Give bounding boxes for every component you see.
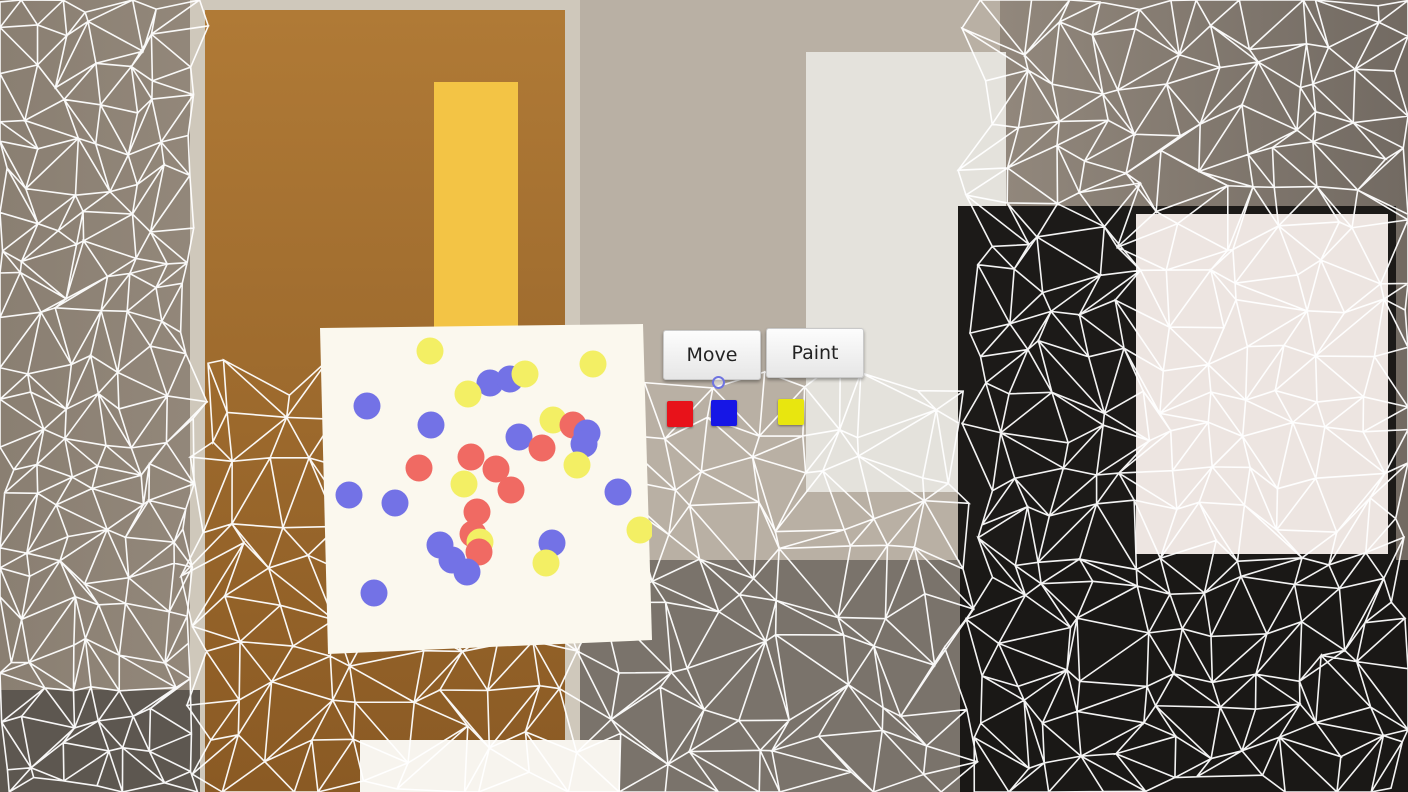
blue-paint-dot — [604, 478, 632, 506]
yellow-paint-dot — [416, 337, 444, 365]
red-paint-dot — [482, 455, 510, 483]
yellow-paint-dot — [579, 350, 607, 378]
blue-paint-dot — [360, 579, 388, 607]
blue-paint-dot — [505, 423, 533, 451]
blue-color-swatch[interactable] — [711, 400, 737, 426]
mesh-region — [0, 0, 210, 792]
blue-paint-dot — [476, 369, 504, 397]
paint-canvas[interactable] — [320, 324, 652, 656]
door-window — [434, 82, 518, 328]
red-paint-dot — [497, 476, 525, 504]
yellow-paint-dot — [563, 451, 591, 479]
yellow-color-swatch[interactable] — [778, 399, 804, 425]
blue-paint-dot — [353, 392, 381, 420]
yellow-paint-dot — [454, 380, 482, 408]
paint-canvas-surface[interactable] — [320, 324, 652, 656]
blue-paint-dot — [335, 481, 363, 509]
red-paint-dot — [463, 498, 491, 526]
red-paint-dot — [457, 443, 485, 471]
red-paint-dot — [465, 538, 493, 566]
mesh-region — [179, 358, 980, 792]
yellow-paint-dot — [511, 360, 539, 388]
mesh-region — [956, 0, 1408, 792]
monitor-screen — [1136, 214, 1388, 554]
gaze-cursor-icon — [712, 376, 725, 389]
paint-button[interactable]: Paint — [766, 328, 864, 378]
yellow-paint-dot — [626, 516, 652, 544]
red-paint-dot — [405, 454, 433, 482]
yellow-paint-dot — [532, 549, 560, 577]
canvas-background — [320, 324, 652, 654]
move-button[interactable]: Move — [663, 330, 761, 380]
yellow-paint-dot — [450, 470, 478, 498]
blue-paint-dot — [453, 558, 481, 586]
red-color-swatch[interactable] — [667, 401, 693, 427]
blue-paint-dot — [570, 430, 598, 458]
red-paint-dot — [528, 434, 556, 462]
blue-paint-dot — [381, 489, 409, 517]
blue-paint-dot — [417, 411, 445, 439]
